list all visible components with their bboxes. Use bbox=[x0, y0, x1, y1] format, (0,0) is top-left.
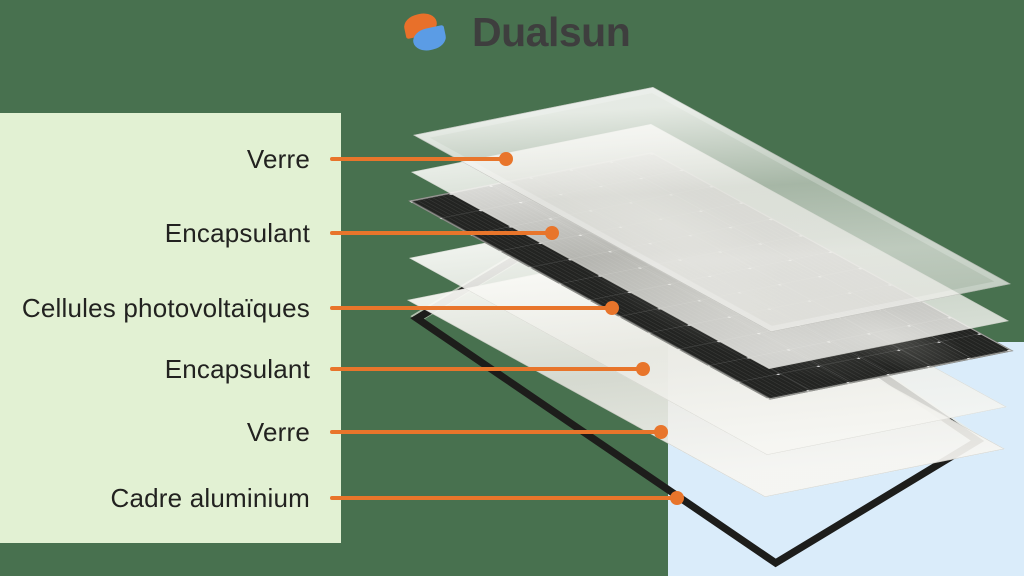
dualsun-logo: Dualsun bbox=[402, 9, 631, 55]
leader-dot-cellules bbox=[605, 301, 619, 315]
leader-line-verre-top bbox=[330, 157, 506, 161]
leader-line-verre-bottom bbox=[330, 430, 661, 434]
label-cellules-photovoltaiques: Cellules photovoltaïques bbox=[21, 293, 310, 323]
label-encapsulant-top: Encapsulant bbox=[164, 218, 310, 248]
leader-line-cellules bbox=[330, 306, 612, 310]
label-verre-top: Verre bbox=[246, 144, 310, 174]
leader-dot-verre-bottom bbox=[654, 425, 668, 439]
label-verre-bottom: Verre bbox=[246, 417, 310, 447]
leader-dot-encapsulant-bottom bbox=[636, 362, 650, 376]
leader-dot-verre-top bbox=[499, 152, 513, 166]
label-cadre-aluminium: Cadre aluminium bbox=[110, 483, 310, 513]
leader-line-cadre bbox=[330, 496, 677, 500]
brand-name: Dualsun bbox=[472, 9, 631, 55]
label-encapsulant-bottom: Encapsulant bbox=[164, 354, 310, 384]
leader-line-encapsulant-bottom bbox=[330, 367, 643, 371]
leader-dot-cadre bbox=[670, 491, 684, 505]
dualsun-swirl-icon bbox=[402, 10, 448, 54]
leader-line-encapsulant-top bbox=[330, 231, 552, 235]
label-panel-background bbox=[0, 113, 341, 543]
leader-dot-encapsulant-top bbox=[545, 226, 559, 240]
